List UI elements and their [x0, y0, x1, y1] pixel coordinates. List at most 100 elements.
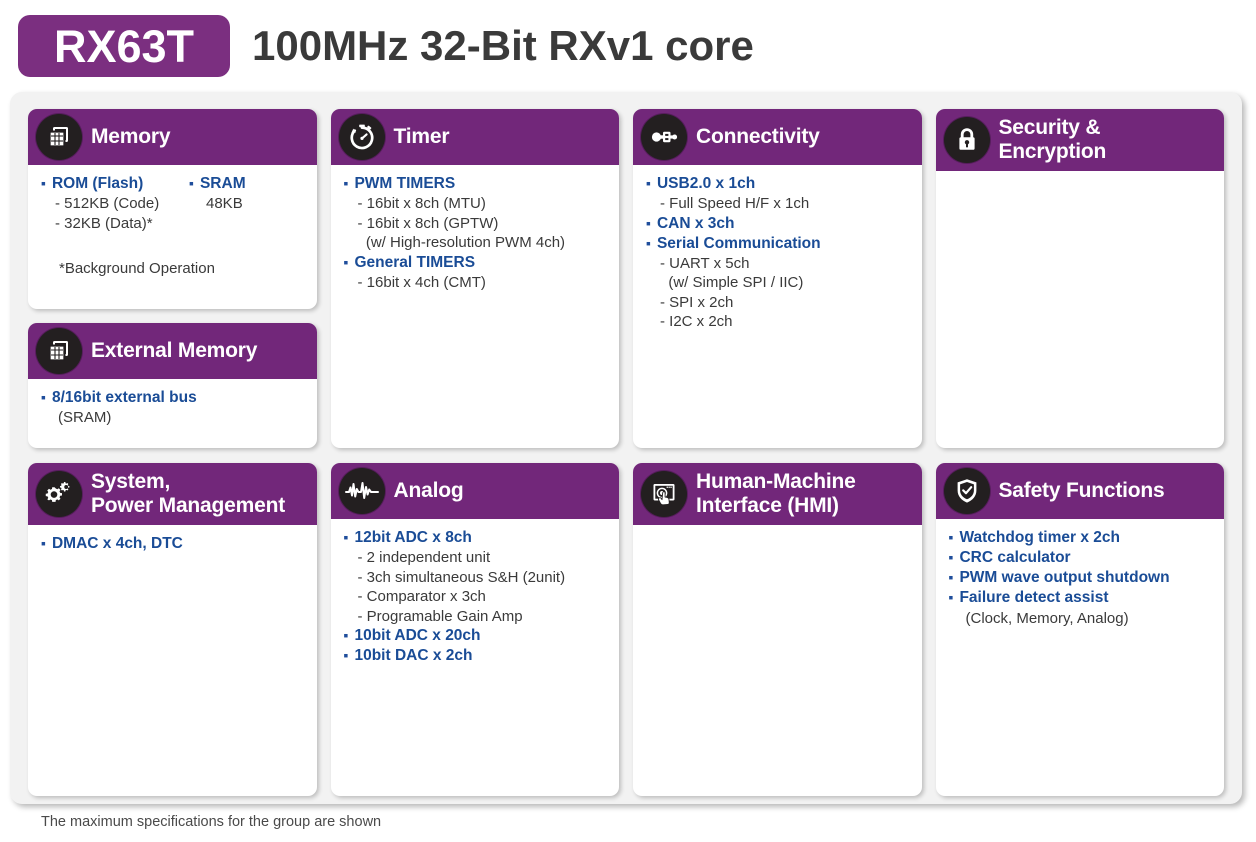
card-hmi-title-line2: Interface (HMI) [696, 494, 839, 517]
memory-rom-group: ▪ ROM (Flash) - 512KB (Code) - 32KB (Dat… [38, 174, 186, 233]
adc12-line2: - 3ch simultaneous S&H (2unit) [357, 568, 566, 586]
card-security-title: Security & Encryption [999, 116, 1107, 164]
memory-chip-icon [36, 328, 82, 374]
page-title: 100MHz 32-Bit RXv1 core [252, 22, 754, 69]
memory-rom-line2: - 32KB (Data)* [55, 214, 153, 232]
adc12-line1: - 2 independent unit [357, 549, 491, 567]
general-line1: - 16bit x 4ch (CMT) [357, 273, 486, 291]
column-memory: Memory ▪ ROM (Flash) - 512KB (Code) - 32… [28, 109, 317, 796]
safety-item-1-label: Watchdog timer x 2ch [959, 529, 1120, 546]
bullet-icon: ▪ [948, 569, 954, 586]
serial-row: ▪ Serial Communication [643, 234, 912, 254]
can-label: CAN x 3ch [656, 214, 735, 232]
gap [28, 309, 317, 323]
card-hmi-body [633, 525, 922, 796]
external-bus-row: ▪ 8/16bit external bus [38, 388, 307, 408]
footer-note: The maximum specifications for the group… [41, 814, 382, 830]
memory-rom-line1: - 512KB (Code) [55, 195, 160, 213]
feature-card-grid: Memory ▪ ROM (Flash) - 512KB (Code) - 32… [28, 109, 1224, 796]
bullet-icon: ▪ [41, 389, 46, 405]
card-external-memory-title: External Memory [91, 339, 258, 363]
external-bus-sub: (SRAM) [58, 409, 112, 427]
bullet-icon: ▪ [41, 175, 46, 191]
shield-check-icon [943, 468, 990, 514]
bullet-icon: ▪ [343, 175, 349, 191]
feature-panel: Memory ▪ ROM (Flash) - 512KB (Code) - 32… [10, 92, 1242, 804]
memory-footnote: *Background Operation [59, 260, 215, 278]
serial-line1: - UART x 5ch [660, 254, 750, 272]
serial-line4: - I2C x 2ch [660, 313, 733, 331]
card-analog-title: Analog [393, 479, 464, 503]
card-safety-header: Safety Functions [935, 463, 1224, 519]
card-timer-title: Timer [393, 125, 450, 149]
pwm-timers-row: ▪ PWM TIMERS [341, 174, 610, 194]
bullet-icon: ▪ [948, 589, 954, 606]
memory-sram-label: SRAM [199, 175, 246, 192]
general-timers-row: ▪ General TIMERS [341, 253, 610, 273]
card-external-memory-header: External Memory [28, 323, 317, 379]
card-timer-header: Timer [330, 109, 619, 165]
serial-line2: (w/ Simple SPI / IIC) [660, 274, 804, 292]
usb-line1: - Full Speed H/F x 1ch [660, 195, 810, 213]
card-memory-header: Memory [28, 109, 317, 165]
card-security-header: Security & Encryption [935, 109, 1224, 171]
column-security-safety: Security & Encryption [935, 109, 1225, 796]
serial-line3: - SPI x 2ch [660, 293, 734, 311]
safety-item-2-label: CRC calculator [959, 549, 1071, 567]
card-system-power: System, Power Management ▪ DMAC x 4ch, D… [28, 463, 317, 796]
memory-spacer [38, 233, 307, 259]
bullet-icon: ▪ [948, 549, 954, 566]
card-system-power-header: System, Power Management [28, 463, 317, 525]
card-external-memory: External Memory ▪ 8/16bit external bus (… [28, 323, 317, 448]
adc10-label: 10bit ADC x 20ch [354, 627, 481, 645]
serial-label: Serial Communication [656, 234, 821, 252]
card-system-power-body: ▪ DMAC x 4ch, DTC [28, 525, 317, 796]
adc12-line3: - Comparator x 3ch [357, 588, 486, 606]
dac10-label: 10bit DAC x 2ch [354, 647, 473, 665]
product-badge-label: RX63T [53, 20, 195, 72]
pwm-line1: - 16bit x 8ch (MTU) [357, 195, 486, 213]
bullet-icon: ▪ [646, 214, 651, 231]
dmac-row: ▪ DMAC x 4ch, DTC [38, 534, 307, 554]
adc12-line4: - Programable Gain Amp [357, 607, 523, 625]
usb-row: ▪ USB2.0 x 1ch [643, 174, 912, 194]
safety-item-4-sub: (Clock, Memory, Analog) [965, 609, 1129, 627]
card-memory: Memory ▪ ROM (Flash) - 512KB (Code) - 32… [28, 109, 317, 309]
card-external-memory-body: ▪ 8/16bit external bus (SRAM) [28, 379, 317, 448]
safety-item-4-label: Failure detect assist [959, 589, 1109, 607]
safety-item-3-label: PWM wave output shutdown [959, 569, 1170, 587]
bullet-icon: ▪ [41, 535, 46, 551]
can-row: ▪ CAN x 3ch [643, 214, 912, 234]
card-system-power-title: System, Power Management [91, 470, 285, 518]
external-bus-label: 8/16bit external bus [51, 389, 197, 406]
gap [633, 448, 922, 463]
safety-item-3-row: ▪ PWM wave output shutdown [946, 568, 1215, 588]
card-analog-body: ▪ 12bit ADC x 8ch - 2 independent unit -… [331, 519, 620, 796]
pwm-line3: (w/ High-resolution PWM 4ch) [357, 234, 566, 252]
card-analog: Analog ▪ 12bit ADC x 8ch - 2 independent… [330, 463, 620, 796]
memory-sram-group: ▪ SRAM 48KB [186, 174, 306, 233]
lock-icon [943, 117, 990, 163]
dmac-label: DMAC x 4ch, DTC [51, 535, 183, 552]
usb-label: USB2.0 x 1ch [656, 175, 756, 192]
memory-columns: ▪ ROM (Flash) - 512KB (Code) - 32KB (Dat… [38, 174, 307, 233]
product-badge: RX63T [18, 15, 230, 77]
column-timer-analog: Timer ▪ PWM TIMERS - 16bit x 8ch (MTU) -… [330, 109, 620, 796]
gears-icon [36, 471, 82, 517]
card-analog-header: Analog [330, 463, 619, 519]
card-hmi-title-line1: Human-Machine [696, 470, 856, 494]
card-safety: Safety Functions ▪ Watchdog timer x 2ch … [935, 463, 1224, 796]
dac10-row: ▪ 10bit DAC x 2ch [341, 646, 610, 666]
card-security-body [936, 171, 1225, 448]
card-hmi-header: Human-Machine Interface (HMI) [633, 463, 922, 525]
page-header: RX63T 100MHz 32-Bit RXv1 core [0, 0, 1256, 92]
card-connectivity-body: ▪ USB2.0 x 1ch - Full Speed H/F x 1ch ▪ … [633, 165, 922, 448]
gap [331, 448, 620, 463]
card-security-title-line2: Encryption [998, 140, 1107, 163]
safety-item-4-row: ▪ Failure detect assist [946, 588, 1215, 608]
pwm-timers-label: PWM TIMERS [354, 175, 456, 192]
adc12-row: ▪ 12bit ADC x 8ch [341, 528, 610, 548]
waveform-icon [338, 468, 385, 514]
bullet-icon: ▪ [189, 175, 194, 191]
card-hmi-title: Human-Machine Interface (HMI) [696, 470, 856, 518]
